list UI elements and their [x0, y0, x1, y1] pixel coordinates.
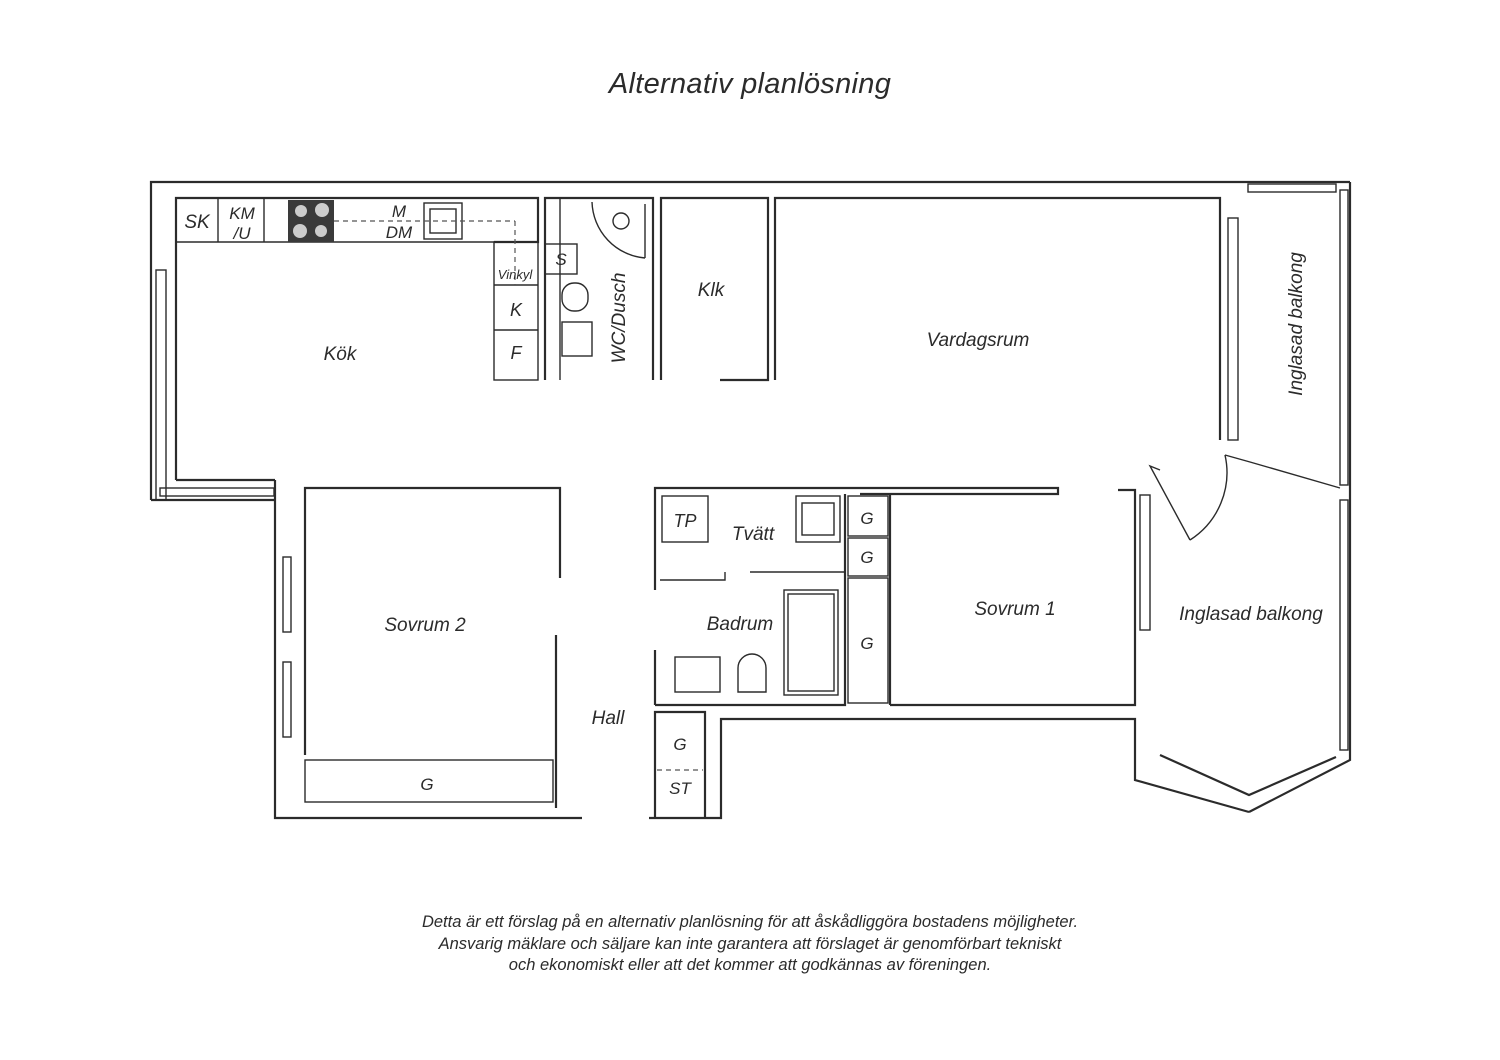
room-inglasad-balkong-bottom: Inglasad balkong — [1179, 604, 1323, 625]
label-sk: SK — [184, 212, 211, 233]
disclaimer-line-3: och ekonomiskt eller att det kommer att … — [508, 956, 992, 974]
label-s: S — [555, 250, 567, 269]
room-wc-dusch: WC/Dusch — [609, 273, 630, 364]
room-sovrum-2: Sovrum 2 — [384, 615, 466, 636]
disclaimer-line-1: Detta är ett förslag på en alternativ pl… — [421, 913, 1079, 931]
label-vinkyl: Vinkyl — [498, 267, 534, 282]
room-hall: Hall — [592, 708, 626, 729]
room-vardagsrum: Vardagsrum — [927, 330, 1030, 351]
room-badrum: Badrum — [707, 614, 774, 635]
disclaimer-line-2: Ansvarig mäklare och säljare kan inte ga… — [438, 934, 1062, 953]
room-labels: Kök Vardagsrum Klk WC/Dusch Inglasad bal… — [324, 252, 1324, 729]
fixture-labels: SK KM /U M DM Vinkyl K F S TP G G G G G … — [184, 202, 873, 798]
wc-icon — [561, 282, 589, 312]
label-k: K — [510, 300, 523, 320]
windows — [155, 183, 1349, 751]
label-u: /U — [233, 224, 252, 243]
label-g-closet-3: G — [860, 634, 873, 653]
label-g-hall: G — [673, 735, 686, 754]
plan-title: Alternativ planlösning — [608, 68, 892, 100]
label-st: ST — [669, 779, 692, 798]
basin-icon — [561, 321, 593, 357]
label-g-sovrum2: G — [420, 775, 433, 794]
interior-walls — [303, 196, 1341, 818]
disclaimer: Detta är ett förslag på en alternativ pl… — [0, 912, 1500, 977]
laundry-sink-icon — [801, 502, 835, 536]
label-m: M — [392, 202, 407, 221]
room-inglasad-balkong-top: Inglasad balkong — [1286, 252, 1307, 396]
room-sovrum-1: Sovrum 1 — [974, 599, 1055, 620]
label-g-closet-1: G — [860, 509, 873, 528]
label-f: F — [511, 343, 523, 363]
label-g-closet-2: G — [860, 548, 873, 567]
room-klk: Klk — [698, 280, 726, 301]
label-dm: DM — [386, 223, 413, 242]
room-kok: Kök — [324, 344, 358, 365]
kitchen-appliances — [176, 198, 835, 536]
shower-icon — [612, 212, 630, 230]
outer-walls — [149, 180, 1352, 820]
label-km: KM — [229, 204, 255, 223]
room-tvatt: Tvätt — [732, 524, 775, 545]
label-tp: TP — [673, 511, 696, 531]
